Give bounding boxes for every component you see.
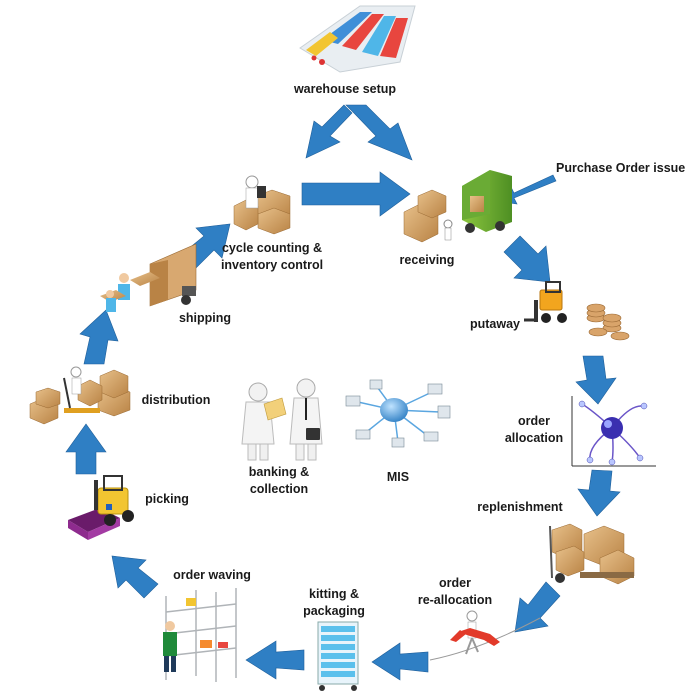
tightrope-walker-icon: [429, 610, 541, 661]
network-allocation-chart-icon: [571, 396, 656, 467]
distribution-to-shipping-arrow: [79, 309, 119, 365]
label-order-waving: order waving: [173, 568, 251, 582]
receiving-to-putaway-arrow: [503, 235, 551, 283]
label-banking-line2: collection: [250, 482, 308, 496]
hand-truck-boxes-icon: [549, 523, 635, 585]
label-receiving: receiving: [400, 253, 455, 267]
packaging-trolley-icon: [317, 621, 359, 691]
kitting-to-waving-arrow: [245, 640, 305, 680]
label-picking: picking: [145, 492, 189, 506]
label-distribution: distribution: [142, 393, 211, 407]
process-labels: warehouse setup Purchase Order issue rec…: [142, 82, 686, 618]
label-order-reallocation-line1: order: [439, 576, 471, 590]
label-purchase-order-issue: Purchase Order issue: [556, 161, 685, 175]
reallocation-to-kitting-arrow: [371, 642, 429, 681]
waving-to-picking-arrow: [111, 555, 159, 599]
label-order-reallocation-line2: re-allocation: [418, 593, 492, 607]
label-order-allocation-line1: order: [518, 414, 550, 428]
forklift-coins-icon: [524, 281, 630, 341]
label-mis: MIS: [387, 470, 409, 484]
label-warehouse-setup: warehouse setup: [293, 82, 396, 96]
clipboard-boxes-worker-icon: [233, 175, 291, 235]
delivery-truck-boxes-icon: [403, 170, 512, 243]
label-replenishment: replenishment: [477, 500, 563, 514]
pallet-jack-boxes-icon: [29, 366, 131, 425]
label-cycle-counting-line2: inventory control: [221, 258, 323, 272]
mis-network-icon: [345, 379, 451, 448]
label-kitting-packaging-line2: packaging: [303, 604, 365, 618]
setup-to-cycle-arrow: [305, 104, 353, 159]
loading-truck-workers-icon: [100, 243, 197, 312]
process-arrows: [65, 104, 621, 681]
warehouse-racks-icon: [299, 5, 416, 73]
shelving-worker-icon: [163, 588, 237, 682]
label-cycle-counting-line1: cycle counting &: [222, 241, 322, 255]
yellow-forklift-pallet-icon: [68, 475, 134, 540]
setup-to-receiving-arrow: [345, 104, 413, 161]
label-shipping: shipping: [179, 311, 231, 325]
handshake-figures-icon: [241, 378, 323, 461]
label-order-allocation-line2: allocation: [505, 431, 563, 445]
label-banking-line1: banking &: [249, 465, 309, 479]
allocation-to-replenishment-arrow: [577, 469, 621, 517]
picking-to-distribution-arrow: [65, 423, 107, 475]
label-kitting-packaging-line1: kitting &: [309, 587, 359, 601]
label-putaway: putaway: [470, 317, 520, 331]
replenishment-to-reallocation-arrow: [514, 581, 561, 633]
putaway-to-allocation-arrow: [575, 355, 617, 405]
cycle-to-receiving-arrow: [301, 171, 411, 217]
